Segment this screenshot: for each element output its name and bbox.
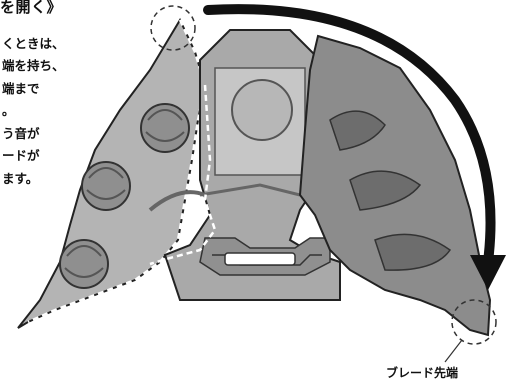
instruction-line-6: ードが bbox=[2, 150, 40, 163]
section-heading: を開く》 bbox=[0, 0, 62, 17]
instruction-line-5: う音が bbox=[2, 128, 40, 141]
instruction-line-2: 端を持ち、 bbox=[2, 60, 65, 73]
instruction-line-7: ます。 bbox=[2, 173, 38, 186]
callout-leader bbox=[445, 340, 462, 362]
blade-gem-lower bbox=[60, 240, 108, 288]
instruction-line-3: 端まで bbox=[2, 83, 40, 96]
blade-tip-label: ブレード先端 bbox=[386, 364, 458, 381]
blade-gem-middle bbox=[82, 162, 130, 210]
instruction-line-4: 。 bbox=[2, 105, 15, 118]
blade-gem-upper bbox=[141, 104, 189, 152]
instruction-line-1: くときは、 bbox=[2, 38, 65, 51]
